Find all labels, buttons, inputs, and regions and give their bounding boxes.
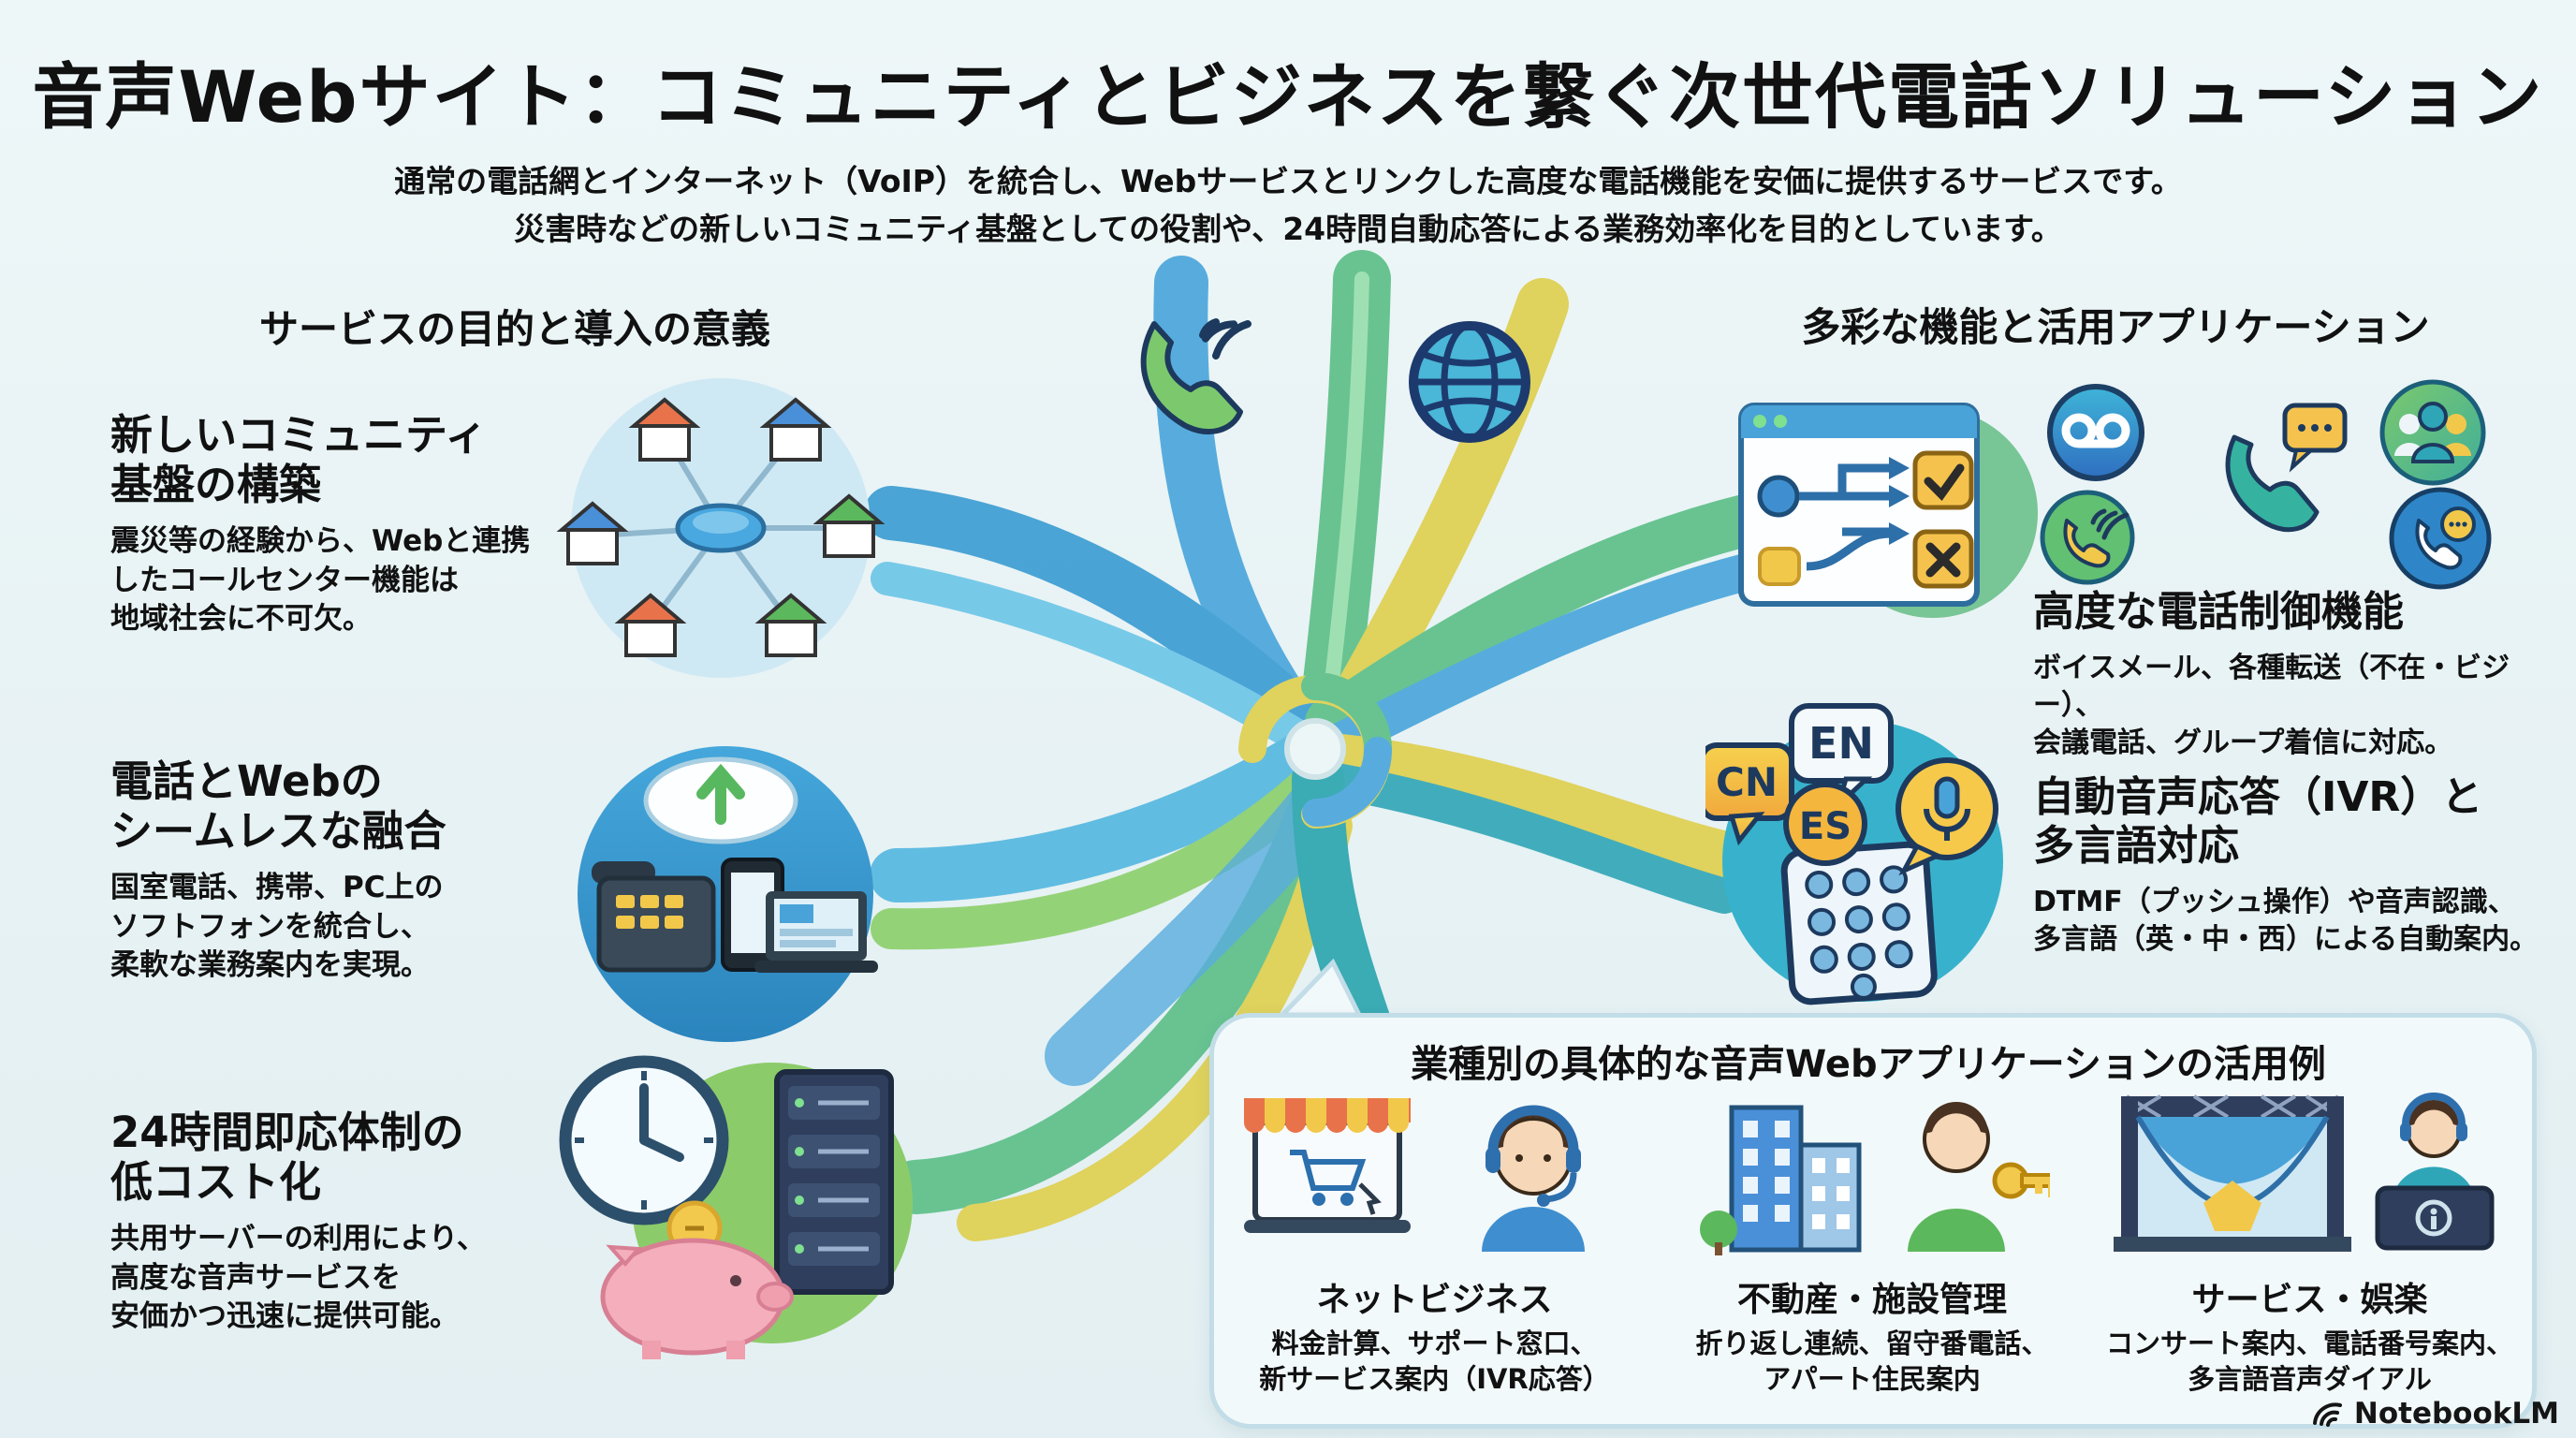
notebooklm-label: NotebookLM [2353,1397,2559,1431]
use-case-net-business-body: 料金計算、サポート窓口、 新サービス案内（IVR応答） [1259,1328,1610,1395]
right-item-ivr-title: 自動音声応答（IVR）と 多言語対応 [2033,773,2483,870]
call-message-icon [2225,403,2348,533]
lang-label-es: ES [1799,805,1852,848]
page-subtitle: 通常の電話網とインターネット（VoIP）を統合し、Webサービスとリンクした高度… [0,157,2576,253]
left-item-lowcost-body: 共用サーバーの利用により、 高度な音声サービスを 安価かつ迅速に提供可能。 [110,1222,486,1334]
use-case-real-estate-title: 不動産・施設管理 [1736,1281,2007,1319]
left-item-community: 新しいコミュニティ 基盤の構築 震災等の経験から、Webと連携 したコールセンタ… [110,410,597,639]
left-item-seamless-title: 電話とWebの シームレスな融合 [110,756,446,857]
desk-phone-icon [592,861,716,973]
support-operator-icon [1481,1105,1585,1252]
ringing-handset-icon [1140,318,1251,435]
call-flow-window-icon [1738,403,2038,618]
voice-mic-bubble-icon [1895,757,1998,876]
lang-bubble-cn: CN [1705,742,1794,846]
right-item-ivr-body: DTMF（プッシュ操作）や音声認識、 多言語（英・中・西）による自動案内。 [2033,885,2539,956]
left-item-community-title: 新しいコミュニティ 基盤の構築 [110,410,488,510]
manager-key-icon [1908,1102,2050,1252]
laptop-icon [754,891,878,973]
voicemail-icon [2047,384,2144,481]
use-case-entertainment-body: コンサート案内、電話番号案内、 多言語音声ダイアル [2105,1328,2513,1395]
right-item-call-control-title: 高度な電話制御機能 [2033,588,2404,636]
subtitle-line1: 通常の電話網とインターネット（VoIP）を統合し、Webサービスとリンクした高度… [394,163,2182,199]
online-shop-icon [1243,1098,1411,1233]
real-estate-icons [1700,1102,2050,1255]
piggy-bank-icon [600,1200,794,1359]
keypad-icon [1780,841,1938,1005]
incoming-call-icon [2040,490,2135,585]
lang-label-en: EN [1808,718,1874,769]
use-case-row: ネットビジネス 料金計算、サポート窓口、 新サービス案内（IVR応答） [1226,1091,2518,1397]
right-item-ivr: 自動音声応答（IVR）と 多言語対応 DTMF（プッシュ操作）や音声認識、 多言… [2033,773,2567,959]
group-call-icon [2379,379,2486,486]
subtitle-line2: 災害時などの新しいコミュニティ基盤としての役割や、24時間自動応答による業務効率… [514,211,2062,248]
server-rack-icon [774,1069,894,1295]
left-section-header: サービスの目的と導入の意義 [258,306,770,352]
use-case-real-estate: 不動産・施設管理 折り返し連続、留守番電話、 アパート住民案内 [1664,1091,2081,1397]
left-item-lowcost-title: 24時間即応体制の 低コスト化 [110,1108,464,1208]
info-desk-operator-icon [2375,1093,2494,1251]
lang-bubble-en: EN [1789,703,1894,813]
left-item-lowcost: 24時間即応体制の 低コスト化 共用サーバーの利用により、 高度な音声サービスを… [110,1108,597,1337]
lang-bubble-es: ES [1783,782,1867,866]
left-item-seamless-body: 国室電話、携帯、PC上の ソフトフォンを統合し、 柔軟な業務案内を実現。 [110,871,444,983]
use-case-entertainment: サービス・娯楽 コンサート案内、電話番号案内、 多言語音声ダイアル [2101,1091,2518,1397]
lang-label-cn: CN [1716,759,1778,805]
right-item-call-control-body: ボイスメール、各種転送（不在・ビジー）、 会議電話、グループ着信に対応。 [2033,651,2510,760]
entertainment-icons [2113,1093,2494,1252]
use-case-header: 業種別の具体的な音声Webアプリケーションの活用例 [1411,1043,2326,1086]
right-section-header: 多彩な機能と活用アプリケーション [1801,304,2430,350]
left-item-community-body: 震災等の経験から、Webと連携 したコールセンター機能は 地域社会に不可欠。 [110,524,531,637]
right-item-call-control: 高度な電話制御機能 ボイスメール、各種転送（不在・ビジー）、 会議電話、グループ… [2033,588,2567,762]
community-network-icon [556,378,886,678]
globe-icon [1409,321,1530,443]
use-case-entertainment-title: サービス・娯楽 [2191,1281,2428,1319]
use-case-net-business-title: ネットビジネス [1316,1281,1553,1319]
callout-notch [1279,959,1363,1017]
cost-saving-icon [559,1055,913,1359]
notebooklm-logo-icon [2312,1402,2342,1427]
net-business-icons [1243,1098,1585,1252]
cloud-upload-icon [643,756,798,844]
clock-icon [559,1055,729,1225]
phone-web-devices-icon [578,746,878,1042]
notebooklm-watermark: NotebookLM [2311,1397,2559,1431]
key-icon [1992,1162,2050,1199]
ivr-multilanguage-icon: EN CN ES [1705,703,2003,1005]
phone-chat-icon [2389,487,2492,590]
left-item-seamless: 電話とWebの シームレスな融合 国室電話、携帯、PC上の ソフトフォンを統合し… [110,756,597,986]
stage-icon [2113,1094,2351,1252]
use-case-real-estate-body: 折り返し連続、留守番電話、 アパート住民案内 [1695,1328,2049,1395]
use-case-net-business: ネットビジネス 料金計算、サポート窓口、 新サービス案内（IVR応答） [1226,1091,1643,1397]
page-title: 音声Webサイト：コミュニティとビジネスを繋ぐ次世代電話ソリューション [32,55,2544,139]
buildings-icon [1700,1105,1862,1255]
